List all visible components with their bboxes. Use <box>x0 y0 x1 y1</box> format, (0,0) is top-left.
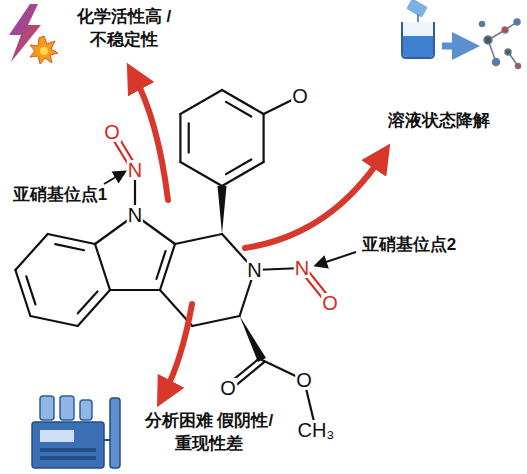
single-bond <box>48 234 95 244</box>
degradation-arrow <box>442 43 466 50</box>
molecule-bonds <box>15 90 332 430</box>
site-label: 亚硝基位点1 <box>4 184 116 207</box>
analysis-label: 分析困难 假阴性/重现性差 <box>134 410 284 456</box>
single-bond <box>180 162 222 186</box>
molecule-fragments-icon <box>480 19 521 69</box>
impact-arrow <box>134 76 168 200</box>
atom-label: O <box>219 378 237 398</box>
atom-label: CH₃ <box>296 420 335 440</box>
single-bond <box>30 316 77 326</box>
aromatic-inner-bond <box>188 123 190 152</box>
degradation-label: 溶液状态降解 <box>374 110 504 133</box>
aromatic-inner-bond <box>226 102 251 117</box>
pointer-arrow <box>104 174 121 184</box>
atom-label: N <box>127 205 143 225</box>
atom-label: N <box>294 258 310 278</box>
aromatic-inner-bond <box>78 291 98 313</box>
single-bond <box>15 270 30 316</box>
atom-label: N <box>127 160 143 180</box>
atom-label: O <box>291 86 309 106</box>
atom-label: O <box>103 122 121 142</box>
single-bond <box>15 234 47 270</box>
single-bond <box>160 244 175 290</box>
impact-arrow <box>164 304 192 394</box>
single-bond <box>263 114 265 162</box>
aromatic-inner-bond <box>226 160 251 175</box>
single-bond <box>180 90 222 114</box>
atom-label: O <box>321 293 339 313</box>
explosion-core <box>40 47 48 55</box>
aromatic-inner-bond <box>55 244 84 250</box>
atom-label: N <box>246 260 262 280</box>
site-label: 亚硝基位点2 <box>350 234 468 257</box>
aromatic-inner-bond <box>156 251 165 279</box>
aromatic-inner-bond <box>26 276 35 304</box>
impact-arrow <box>245 156 382 248</box>
wedge-bond <box>240 316 266 362</box>
atom-label: O <box>295 370 313 390</box>
single-bond <box>192 316 239 326</box>
single-bond <box>175 234 222 244</box>
single-bond <box>110 289 160 291</box>
hazard-label: 化学活性高 / 不稳定性 <box>60 6 188 52</box>
hplc-instrument-icon <box>32 396 120 468</box>
pointer-arrow <box>320 252 356 264</box>
single-bond <box>78 290 110 326</box>
single-bond <box>95 244 110 290</box>
wedge-bond <box>218 186 227 234</box>
explosion-icon <box>30 36 58 64</box>
beaker-icon <box>402 0 434 58</box>
single-bond <box>179 114 181 162</box>
